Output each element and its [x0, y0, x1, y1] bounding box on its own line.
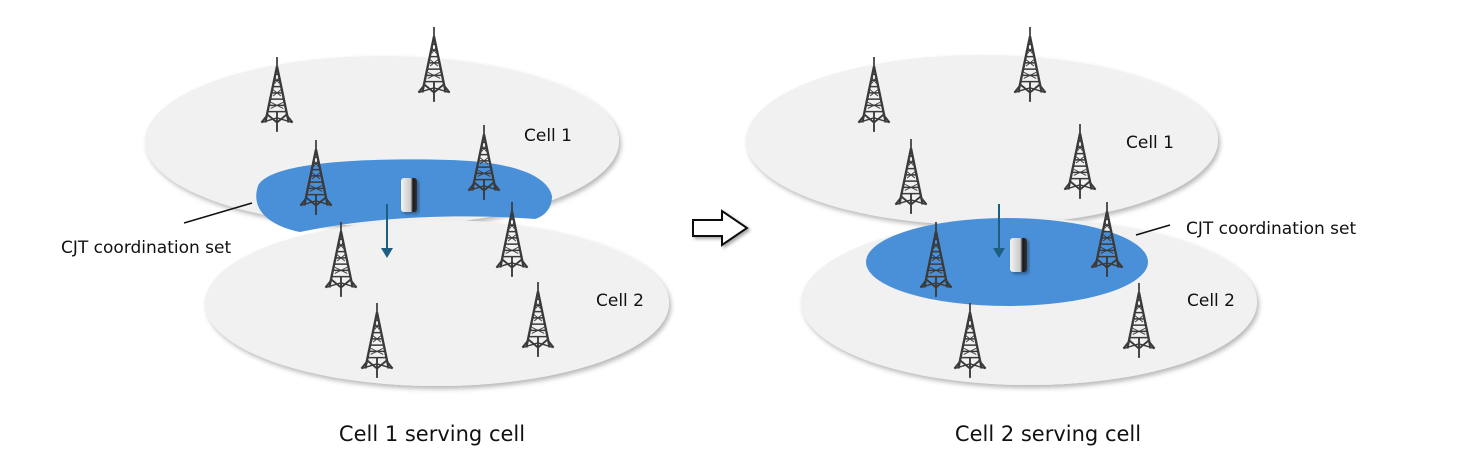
cjt-coordination-set-label: CJT coordination set — [1186, 219, 1357, 239]
movement-arrow-down-icon — [381, 204, 393, 258]
cell1-label: Cell 1 — [524, 126, 572, 146]
cjt-label-leader-line — [183, 202, 253, 224]
panel-right: Cell 1 Cell 2 CJT coordination set Cell … — [746, 25, 1357, 446]
panel-caption: Cell 2 serving cell — [955, 422, 1141, 446]
user-equipment-icon — [401, 178, 417, 212]
cjt-label-leader-line — [1135, 224, 1171, 236]
cell2-label: Cell 2 — [1187, 291, 1235, 311]
panel-left: Cell 1 Cell 2 CJT coordination set Cell … — [61, 25, 669, 446]
panel-caption: Cell 1 serving cell — [339, 422, 525, 446]
cell2-area — [205, 220, 669, 386]
right-outline-arrow-icon — [692, 209, 749, 247]
cell1-area — [746, 55, 1218, 225]
cell2-label: Cell 2 — [596, 291, 644, 311]
cell1-label: Cell 1 — [1126, 133, 1174, 153]
cjt-coordination-set-label: CJT coordination set — [61, 238, 232, 258]
movement-arrow-down-icon — [993, 204, 1005, 258]
user-equipment-icon — [1010, 238, 1027, 272]
